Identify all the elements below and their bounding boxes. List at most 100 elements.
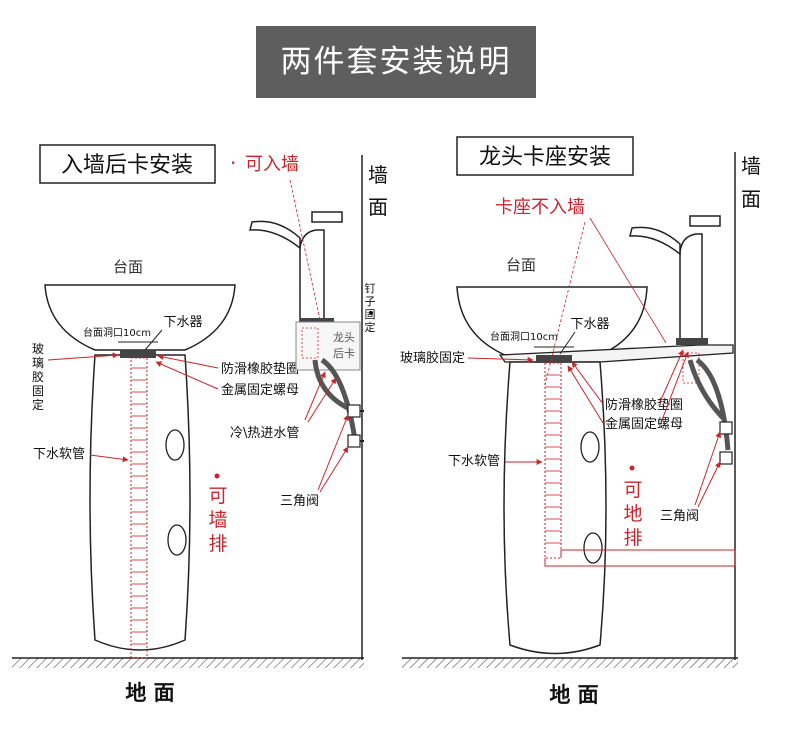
left-supply-arrow-1 [304, 371, 326, 421]
left-back-clip-line2: 后卡 [333, 347, 355, 360]
left-heading: 入墙后卡安装 [61, 153, 193, 178]
right-nut-label: 金属固定螺母 [605, 416, 683, 432]
left-basin [44, 284, 236, 351]
right-drain-pointer [559, 331, 576, 355]
right-valve-label: 三角阀 [660, 509, 699, 524]
right-faucet-handle [689, 215, 721, 227]
left-angle-valve-2 [347, 434, 361, 448]
page-title: 两件套安装说明 [256, 26, 536, 98]
left-heading-box [39, 144, 216, 184]
right-no-wall-label: 卡座不入墙 [495, 197, 585, 218]
left-drain-hose-label: 下水软管 [33, 447, 85, 462]
left-pedestal-hole-2 [167, 524, 187, 556]
left-faucet-body [299, 229, 331, 331]
left-wall-arrow [289, 179, 321, 321]
left-glue-char-4: 固 [32, 384, 44, 398]
left-nut-arrow [155, 361, 219, 390]
right-faucet-base [676, 338, 708, 345]
left-drain-hose [130, 357, 148, 659]
left-wall-drain-char-2: 墙 [208, 509, 227, 531]
right-faucet-spout [629, 226, 681, 256]
right-diagram: 龙头卡座安装 卡座不入墙 墙 面 地 面 台面 [400, 136, 761, 707]
left-nail-char-2: 子 [365, 295, 376, 308]
right-floor-drain-char-3: 排 [623, 527, 642, 549]
left-pedestal-hole-1 [165, 429, 185, 461]
right-hole-label: 台面洞口10cm [490, 330, 558, 343]
left-drain-label: 下水器 [163, 315, 202, 330]
left-supply-arrow-2 [307, 377, 337, 423]
left-glue-char-1: 玻 [32, 342, 44, 356]
right-drain-fitting [536, 355, 572, 363]
left-floor-label: 地 面 [125, 681, 174, 705]
right-angle-valve-1 [719, 421, 733, 435]
right-heading: 龙头卡座安装 [479, 145, 611, 170]
right-valve-arrow-1 [694, 431, 722, 506]
right-gasket-arrow [571, 361, 604, 405]
right-floor-hatch [402, 658, 738, 668]
left-nail-char-4: 定 [365, 320, 376, 334]
right-heading-box [456, 136, 634, 176]
left-faucet-spout [249, 220, 301, 250]
left-valve-arrow-1 [317, 414, 349, 491]
right-wall-char-1: 墙 [741, 154, 761, 178]
left-gasket-label: 防滑橡胶垫圈 [221, 361, 299, 377]
left-wall-drain-char-3: 排 [208, 533, 227, 555]
left-glue-char-2: 璃 [32, 356, 44, 370]
right-floor-drain-path [544, 549, 736, 567]
right-pedestal-hole-2 [583, 532, 603, 564]
left-supply-hose-2 [320, 357, 358, 441]
left-angle-valve-1 [347, 404, 361, 418]
left-supply-label: 冷\热进水管 [230, 426, 299, 441]
left-hole-label: 台面洞口10cm [83, 326, 151, 339]
left-drain-pointer [144, 329, 163, 351]
right-glue-arrow [467, 356, 534, 363]
left-nut-label: 金属固定螺母 [221, 382, 299, 398]
right-basin [456, 286, 648, 356]
right-nut-arrow-2 [661, 351, 689, 421]
left-wall-drain-dot [214, 473, 220, 479]
right-gasket-label: 防滑橡胶垫圈 [605, 397, 683, 413]
left-faucet-handle [311, 211, 343, 223]
left-nail-char-1: 钉 [365, 282, 376, 295]
left-drain-fitting [120, 350, 156, 358]
right-gasket-arrow-2 [659, 349, 684, 403]
left-note-bullet: · [230, 151, 236, 175]
left-countertop-label: 台面 [113, 258, 143, 276]
right-drain-hose [544, 362, 562, 559]
right-wall-char-2: 面 [741, 187, 761, 211]
right-drain-hose-label: 下水软管 [448, 454, 500, 469]
right-angle-valve-2 [719, 451, 733, 465]
right-drain-label: 下水器 [570, 317, 609, 332]
right-pedestal-hole-1 [580, 431, 600, 463]
right-faucet-body [679, 233, 703, 341]
left-floor-hatch [12, 658, 364, 668]
left-glue-arrow [47, 352, 119, 361]
left-glue-char-5: 定 [32, 397, 44, 412]
right-no-wall-arrow-2 [544, 221, 586, 386]
left-wall-drain-char-1: 可 [208, 485, 227, 507]
left-pedestal [89, 354, 191, 651]
right-floor-drain-char-1: 可 [623, 479, 642, 501]
left-diagram: 入墙后卡安装 · 可入墙 墙 面 地 面 台面 [12, 144, 388, 705]
left-valve-arrow-2 [319, 446, 349, 493]
right-nut-arrow [567, 365, 604, 424]
right-supply-hose-2 [695, 357, 731, 451]
right-valve-arrow-2 [697, 461, 721, 508]
right-no-wall-arrow-1 [589, 217, 667, 344]
left-hose-arrow [89, 454, 129, 463]
left-wall-char-1: 墙 [368, 163, 388, 187]
right-floor-label: 地 面 [549, 683, 598, 707]
left-back-clip-line1: 龙头 [333, 331, 355, 344]
right-glue-label: 玻璃胶固定 [400, 350, 465, 366]
right-pedestal [503, 361, 607, 655]
right-supply-hose-1 [687, 359, 727, 422]
right-countertop-label: 台面 [506, 256, 536, 274]
left-glue-char-3: 胶 [32, 369, 44, 384]
left-wall-char-2: 面 [368, 195, 388, 219]
left-valve-label: 三角阀 [280, 494, 319, 509]
right-floor-drain-char-2: 地 [623, 503, 642, 525]
left-gasket-arrow [157, 354, 219, 369]
right-floor-drain-dot [629, 465, 635, 471]
left-note-text: 可入墙 [245, 154, 299, 175]
